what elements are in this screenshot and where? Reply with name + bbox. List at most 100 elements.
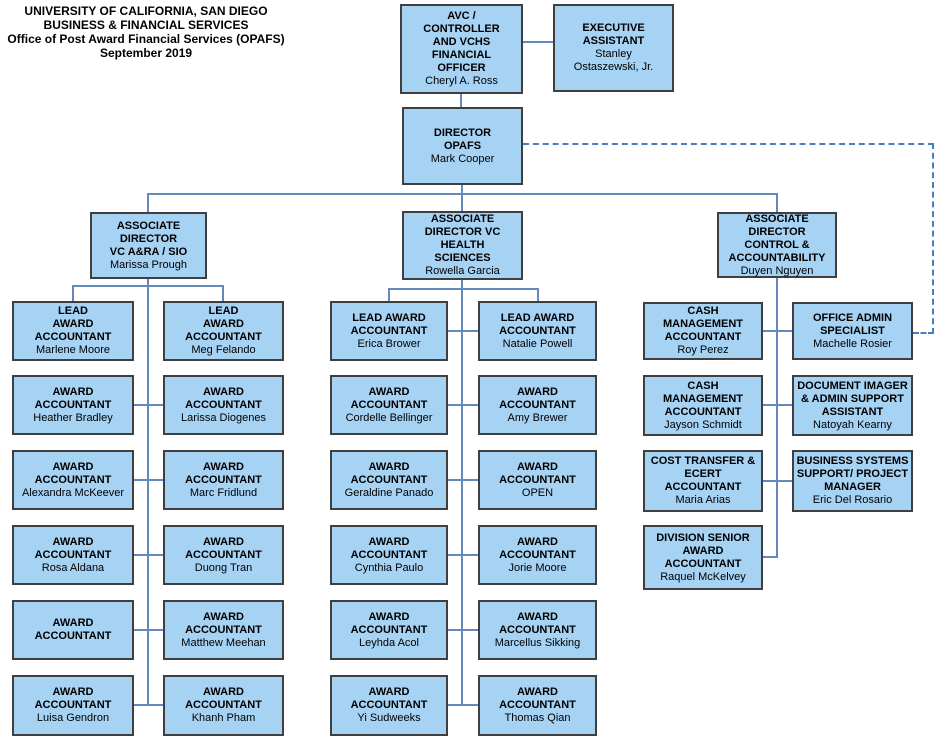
person-name: Marc Fridlund — [189, 486, 258, 499]
person-name: Cordelle Bellinger — [345, 411, 433, 424]
connector-dashed — [523, 143, 934, 145]
box-natoyah-kearny: DOCUMENT IMAGER & ADMIN SUPPORT ASSISTAN… — [792, 375, 913, 436]
role-title: DIVISION SENIOR AWARD ACCOUNTANT — [656, 531, 750, 570]
header-line-university: UNIVERSITY OF CALIFORNIA, SAN DIEGO — [24, 4, 268, 18]
person-name: Duyen Nguyen — [740, 264, 814, 277]
person-name: Luisa Gendron — [36, 712, 110, 724]
box-award-accountant-open: AWARD ACCOUNTANT OPEN — [478, 450, 597, 510]
connector-line — [388, 288, 539, 290]
connector-line — [222, 285, 224, 301]
role-title: AWARD ACCOUNTANT — [34, 535, 112, 561]
box-meg-felando: LEAD AWARD ACCOUNTANT Meg Felando — [163, 301, 284, 361]
role-title: OFFICE ADMIN SPECIALIST — [812, 311, 893, 337]
connector-line — [460, 93, 462, 108]
connector-line — [134, 554, 164, 556]
role-title: AWARD ACCOUNTANT — [185, 535, 262, 561]
connector-line — [523, 41, 553, 43]
connector-line — [776, 193, 778, 212]
role-title: BUSINESS SYSTEMS SUPPORT/ PROJECT MANAGE… — [796, 455, 909, 493]
connector-line — [134, 479, 164, 481]
connector-line — [134, 404, 164, 406]
connector-line — [537, 288, 539, 301]
box-leyhda-acol: AWARD ACCOUNTANT Leyhda Acol — [330, 600, 448, 660]
connector-line — [448, 554, 478, 556]
connector-line — [388, 288, 390, 301]
connector-dashed — [932, 143, 934, 334]
person-name: Yi Sudweeks — [357, 712, 421, 724]
box-cordelle-bellinger: AWARD ACCOUNTANT Cordelle Bellinger — [330, 375, 448, 435]
person-name: Natoyah Kearny — [813, 418, 892, 431]
header-line-date: September 2019 — [99, 46, 193, 60]
connector-line — [147, 279, 149, 706]
connector-line — [448, 629, 478, 631]
connector-line — [72, 285, 74, 301]
role-title: AWARD ACCOUNTANT — [350, 460, 428, 486]
connector-line — [448, 704, 478, 706]
person-name: Meg Felando — [191, 344, 256, 356]
connector-line — [448, 330, 478, 332]
role-title: AWARD ACCOUNTANT — [499, 535, 576, 561]
person-name: Rosa Aldana — [41, 561, 105, 574]
connector-line — [461, 280, 463, 706]
role-title: AWARD ACCOUNTANT — [185, 460, 262, 486]
box-assoc-director-control-accountability: ASSOCIATE DIRECTOR CONTROL & ACCOUNTABIL… — [717, 212, 837, 278]
connector-line — [448, 479, 478, 481]
box-luisa-gendron: AWARD ACCOUNTANT Luisa Gendron — [12, 675, 134, 736]
box-raquel-mckelvey: DIVISION SENIOR AWARD ACCOUNTANT Raquel … — [643, 525, 763, 590]
person-name: Heather Bradley — [33, 411, 113, 424]
person-name: Maria Arias — [675, 494, 731, 506]
role-title: AWARD ACCOUNTANT — [499, 686, 576, 711]
box-roy-perez: CASH MANAGEMENT ACCOUNTANT Roy Perez — [643, 302, 763, 360]
box-thomas-qian: AWARD ACCOUNTANT Thomas Qian — [478, 675, 597, 736]
box-machelle-rosier: OFFICE ADMIN SPECIALIST Machelle Rosier — [792, 302, 913, 360]
header-line-division: BUSINESS & FINANCIAL SERVICES — [43, 18, 249, 32]
role-title: ASSOCIATE DIRECTOR VC A&RA / SIO — [109, 219, 188, 258]
role-title: AWARD ACCOUNTANT — [34, 617, 112, 642]
connector-line — [72, 285, 224, 287]
role-title: COST TRANSFER & ECERT ACCOUNTANT — [650, 455, 756, 493]
connector-line — [763, 556, 778, 558]
role-title: CASH MANAGEMENT ACCOUNTANT — [662, 379, 744, 418]
connector-line — [776, 278, 778, 558]
box-assoc-director-vc-ara-sio: ASSOCIATE DIRECTOR VC A&RA / SIO Marissa… — [90, 212, 207, 279]
role-title: LEAD AWARD ACCOUNTANT — [34, 305, 112, 343]
box-duong-tran: AWARD ACCOUNTANT Duong Tran — [163, 525, 284, 585]
person-name: Leyhda Acol — [359, 636, 419, 649]
role-title: AWARD ACCOUNTANT — [350, 610, 428, 636]
connector-line — [134, 629, 164, 631]
connector-line — [461, 193, 463, 211]
connector-dashed — [913, 332, 934, 334]
box-heather-bradley: AWARD ACCOUNTANT Heather Bradley — [12, 375, 134, 435]
box-cynthia-paulo: AWARD ACCOUNTANT Cynthia Paulo — [330, 525, 448, 585]
box-matthew-meehan: AWARD ACCOUNTANT Matthew Meehan — [163, 600, 284, 660]
role-title: AWARD ACCOUNTANT — [185, 610, 262, 636]
role-title: LEAD AWARD ACCOUNTANT — [350, 311, 428, 337]
role-title: AWARD ACCOUNTANT — [34, 385, 112, 411]
connector-line — [763, 404, 792, 406]
role-title: AWARD ACCOUNTANT — [499, 385, 576, 411]
box-marcellus-sikking: AWARD ACCOUNTANT Marcellus Sikking — [478, 600, 597, 660]
connector-line — [763, 330, 792, 332]
person-name: Alexandra McKeever — [21, 486, 125, 499]
role-title: AWARD ACCOUNTANT — [185, 686, 262, 711]
box-marc-fridlund: AWARD ACCOUNTANT Marc Fridlund — [163, 450, 284, 510]
person-name: Amy Brewer — [507, 411, 568, 424]
box-natalie-powell: LEAD AWARD ACCOUNTANT Natalie Powell — [478, 301, 597, 361]
role-title: ASSOCIATE DIRECTOR CONTROL & ACCOUNTABIL… — [728, 212, 826, 264]
person-name: Geraldine Panado — [344, 486, 434, 499]
box-maria-arias: COST TRANSFER & ECERT ACCOUNTANT Maria A… — [643, 450, 763, 512]
person-name: Jayson Schmidt — [664, 418, 742, 431]
box-geraldine-panado: AWARD ACCOUNTANT Geraldine Panado — [330, 450, 448, 510]
box-larissa-diogenes: AWARD ACCOUNTANT Larissa Diogenes — [163, 375, 284, 435]
person-name: Eric Del Rosario — [812, 494, 893, 506]
person-name: Khanh Pham — [191, 712, 256, 724]
connector-line — [134, 704, 164, 706]
person-name: Roy Perez — [677, 344, 729, 356]
role-title: ASSOCIATE DIRECTOR VC HEALTH SCIENCES — [424, 213, 501, 264]
box-jayson-schmidt: CASH MANAGEMENT ACCOUNTANT Jayson Schmid… — [643, 375, 763, 436]
person-name: Cynthia Paulo — [354, 561, 424, 574]
person-name: Matthew Meehan — [181, 636, 266, 649]
box-alexandra-mckeever: AWARD ACCOUNTANT Alexandra McKeever — [12, 450, 134, 510]
person-name: Duong Tran — [194, 561, 253, 574]
